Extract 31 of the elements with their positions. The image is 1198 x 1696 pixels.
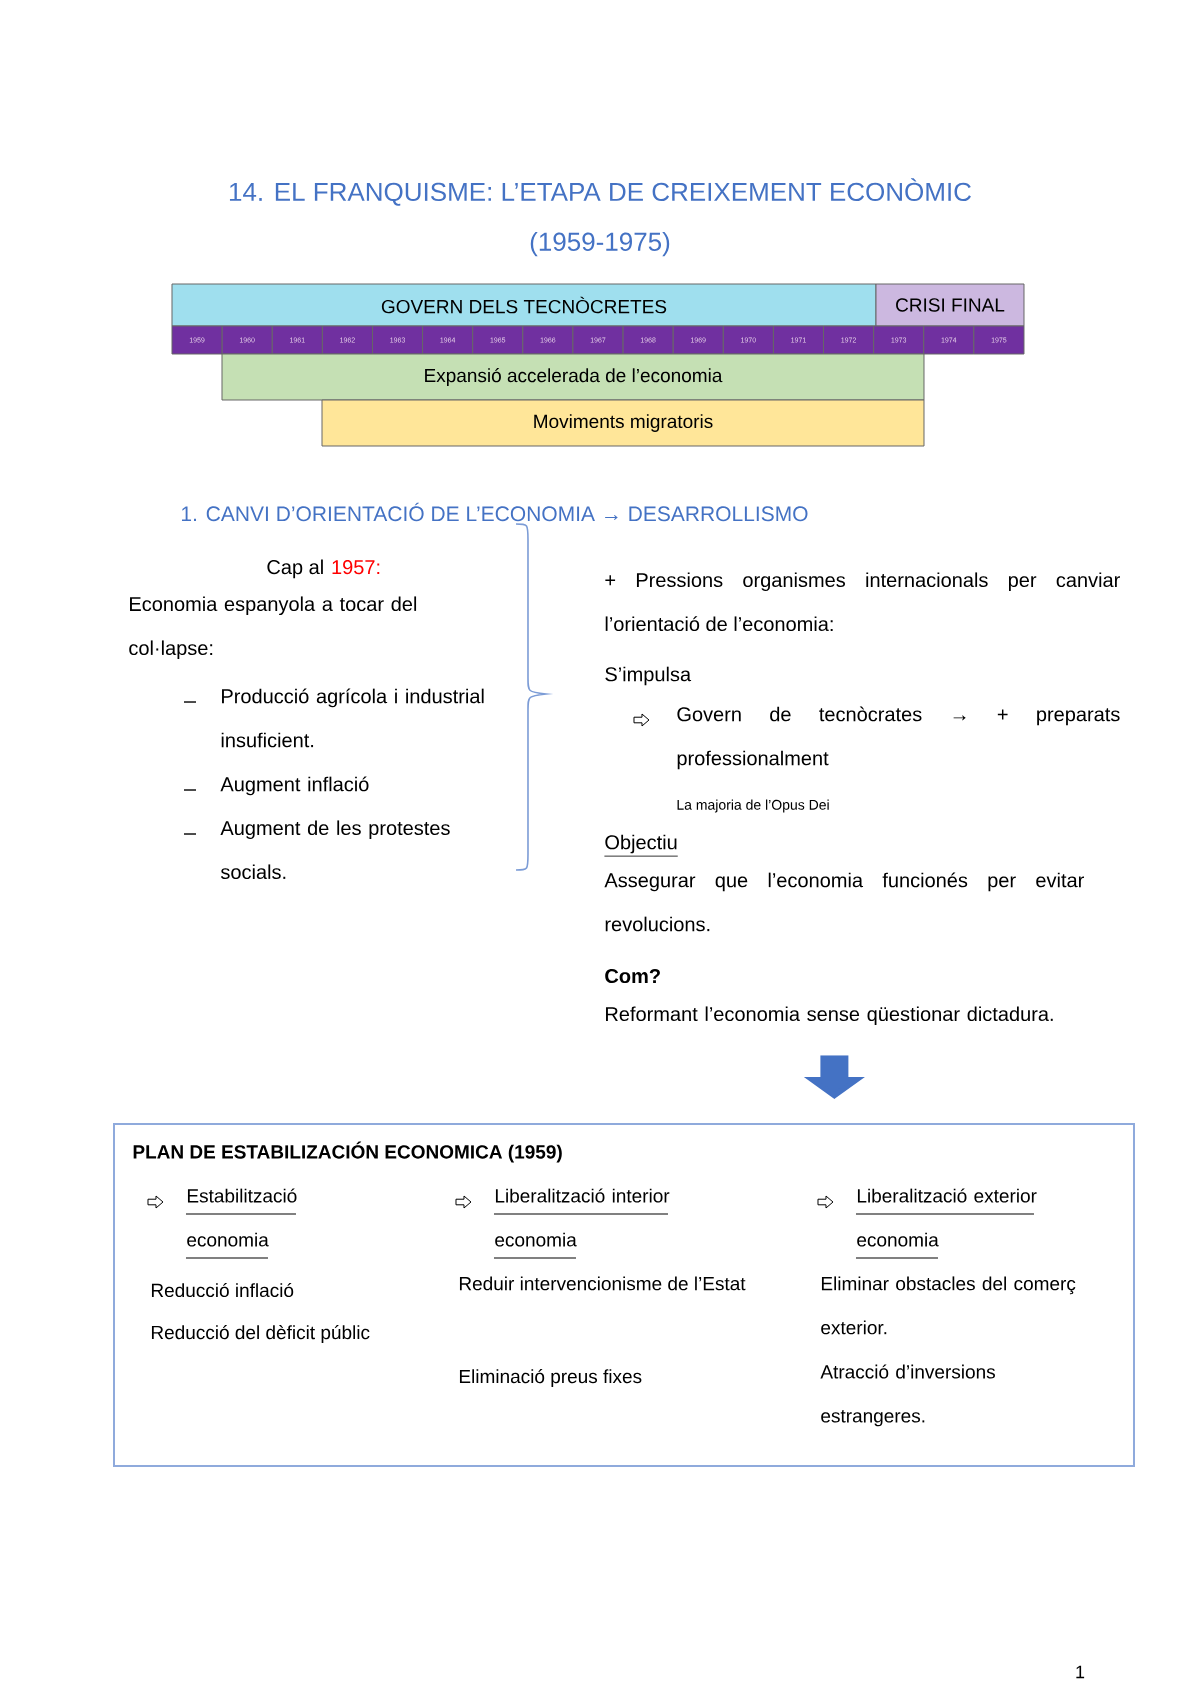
period-band: Expansió accelerada de l’economia xyxy=(221,353,925,401)
paragraph: + Pressions organismes internacionals per canviar l’orientació de l’economia: xyxy=(605,572,1120,632)
list-item: Reducció inflació xyxy=(151,1282,294,1298)
list-item: Eliminar obstacles del comerç exterior. xyxy=(821,1276,1076,1335)
list-item: Atracció d’inversions estrangeres. xyxy=(820,1364,995,1427)
list-item: Augment inflació xyxy=(220,776,369,796)
title: 14. EL FRANQUISME: L’ETAPA DE CREIXEMENT ECONÒMIC xyxy=(229,178,971,206)
list-item: Reduir intervencionisme de l’Estat xyxy=(459,1276,746,1291)
column-heading: Liberalització interior economia xyxy=(493,1188,670,1259)
period-band: GOVERN DELS TECNÒCRETES xyxy=(171,283,877,327)
list-item: Augment de les protestes socials. xyxy=(220,820,450,880)
paragraph: S’impulsa xyxy=(605,666,692,686)
list-item: Producció agrícola i industrial insuficient. xyxy=(221,688,484,748)
subheading: Com? xyxy=(605,968,660,984)
paragraph: Reformant l’economia sense qüestionar dictadura. xyxy=(606,1006,1053,1026)
text: Cap al xyxy=(267,559,323,579)
paragraph: Economia espanyola a tocar del col·lapse: xyxy=(129,596,417,660)
year: 1957: xyxy=(332,560,380,575)
subtitle: (1959-1975) xyxy=(530,231,670,257)
column-heading: Estabilització economia xyxy=(185,1188,297,1259)
period-band: CRISI FINAL xyxy=(875,283,1025,327)
subheading: Objectiu xyxy=(604,834,679,857)
box-heading: PLAN DE ESTABILIZACIÓN ECONOMICA (1959) xyxy=(133,1141,562,1163)
list-item: Eliminació preus fixes xyxy=(459,1369,642,1387)
paragraph: Assegurar que l’economia funcionés per evitar revolucions. xyxy=(604,872,1084,932)
column-heading: Liberalització exterior economia xyxy=(855,1188,1037,1259)
list-item: Govern de tecnòcrates → + preparats professionalment xyxy=(677,706,1120,770)
page-number: 1 xyxy=(1076,1665,1085,1679)
section-heading: 1. CANVI D’ORIENTACIÓ DE L’ECONOMIA → DESARROLLISMO xyxy=(182,502,808,522)
list-item: Reducció del dèficit públic xyxy=(151,1325,370,1343)
period-band: Moviments migratoris xyxy=(321,399,925,447)
